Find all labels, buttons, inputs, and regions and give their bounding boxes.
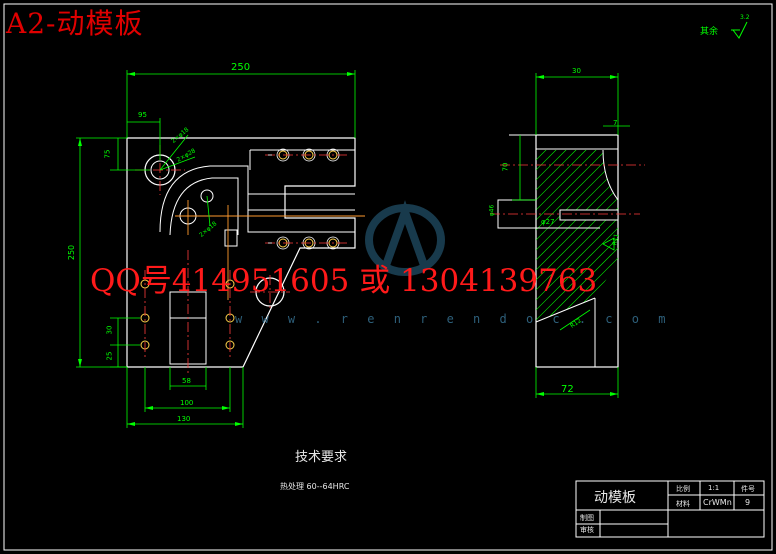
front-dimensions (76, 70, 356, 428)
tb-drawn-label: 制图 (580, 514, 594, 522)
tb-part-name: 动模板 (594, 490, 636, 506)
side-dim-46: φ46 (488, 204, 496, 217)
side-dim-7: 7 (613, 119, 618, 127)
side-dimensions (512, 73, 630, 398)
contact-overlay: QQ号414951605 或 1304139763 (90, 263, 598, 299)
sheet-title-overlay: A2-动模板 (6, 7, 144, 40)
side-view (490, 134, 645, 368)
dim-100: 100 (180, 399, 194, 407)
dim-95: 95 (138, 111, 147, 119)
tb-material-label: 材料 (676, 500, 690, 508)
surface-finish-label: 其余 (700, 27, 719, 37)
dim-30: 30 (105, 325, 114, 335)
dim-58: 58 (182, 377, 191, 385)
surface-finish-symbol (731, 21, 748, 39)
drawing-border (3, 3, 773, 551)
tech-req-heading: 技术要求 (295, 450, 348, 465)
front-view (126, 137, 365, 375)
dim-25: 25 (105, 351, 114, 361)
tb-part-no-value: 9 (745, 498, 751, 507)
side-dim-70: 70 (501, 162, 510, 172)
dim-height-250: 250 (67, 244, 77, 261)
tb-checked-label: 审核 (580, 526, 594, 534)
side-dim-72: 72 (561, 384, 574, 395)
dim-130: 130 (177, 415, 191, 423)
surface-finish-value: 3.2 (740, 14, 750, 21)
tb-scale-value: 1:1 (708, 484, 720, 492)
side-dim-27: φ27 (541, 218, 555, 226)
tech-req-line1: 热处理 60--64HRC (280, 482, 350, 491)
dim-width-250: 250 (231, 62, 251, 73)
title-block (575, 480, 765, 538)
watermark-logo (365, 200, 445, 276)
tb-material-value: CrWMn (703, 498, 732, 507)
tb-scale-label: 比例 (676, 485, 690, 493)
side-dim-30: 30 (572, 67, 581, 75)
front-arrows (78, 72, 355, 426)
front-outline (126, 137, 356, 368)
watermark-url: w w w . r e n r e n d o c . c o m (235, 312, 672, 326)
dim-75: 75 (103, 149, 112, 159)
tb-part-no-label: 件号 (741, 485, 755, 493)
